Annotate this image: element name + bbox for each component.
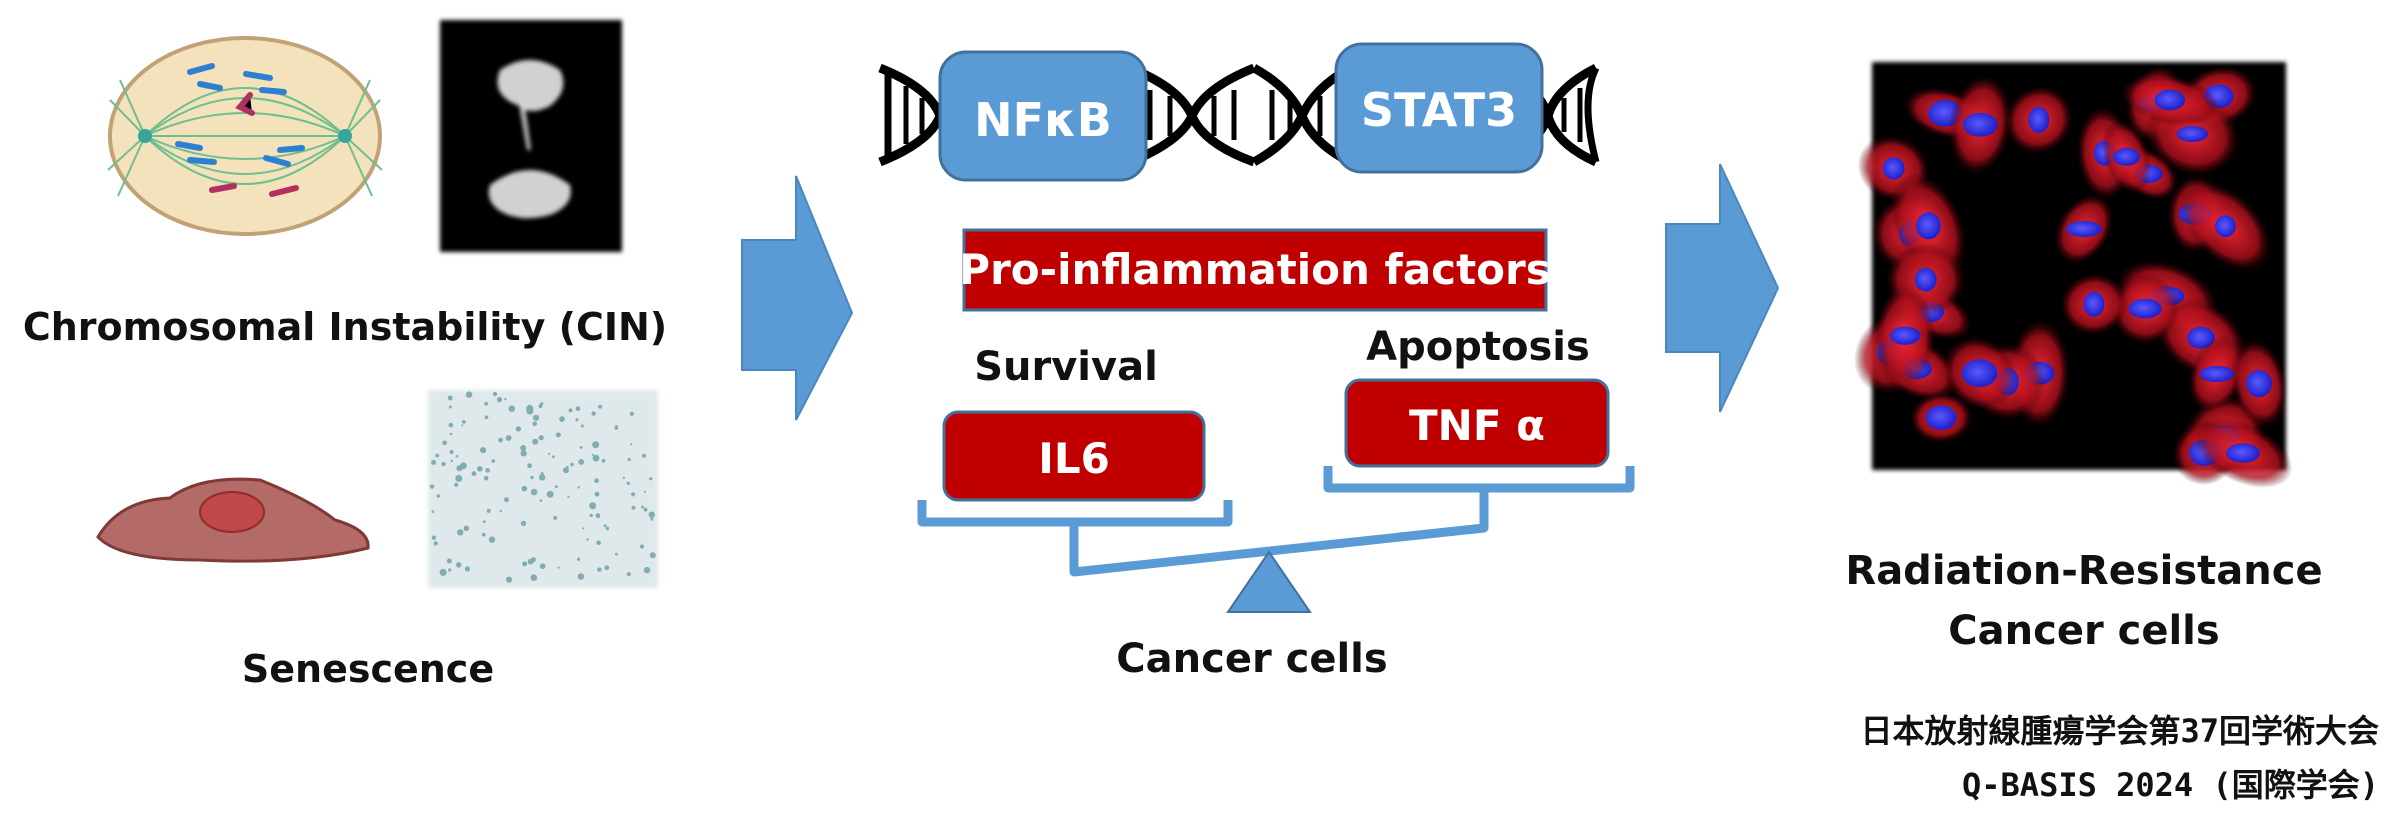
tnf-alpha-box: TNF α (1344, 378, 1610, 468)
pro-inflammation-banner: Pro-inflammation factors (959, 228, 1551, 312)
apoptosis-label: Apoptosis (1366, 324, 1590, 370)
tnf-alpha-label: TNF α (1409, 401, 1545, 450)
pro-inflammation-label: Pro-inflammation factors (959, 245, 1550, 294)
result-line1: Radiation-Resistance (1845, 548, 2322, 594)
beta-gal-micrograph (428, 390, 658, 588)
mitosis-illustration (107, 36, 383, 236)
nfkb-box: NFκB (938, 50, 1148, 182)
stat3-box: STAT3 (1334, 42, 1544, 174)
il6-box: IL6 (942, 410, 1206, 502)
conference-subtitle: Q-BASIS 2024 (国際学会) (1962, 766, 2379, 804)
result-line2: Cancer cells (1948, 608, 2219, 654)
senescence-label: Senescence (242, 647, 494, 691)
anaphase-micrograph (440, 20, 622, 252)
cin-label: Chromosomal Instability (CIN) (23, 305, 667, 349)
il6-label: IL6 (1038, 434, 1110, 483)
arrow-right-icon (1665, 163, 1780, 413)
nfkb-label: NFκB (974, 93, 1112, 147)
fluorescence-micrograph (1853, 62, 2293, 489)
arrow-right-icon (741, 175, 854, 421)
stat3-label: STAT3 (1361, 83, 1517, 137)
balance-scale-icon (917, 466, 1635, 577)
fulcrum-triangle-icon (1226, 550, 1312, 613)
cancer-cells-balance-label: Cancer cells (1116, 636, 1387, 682)
conference-title: 日本放射線腫瘍学会第37回学術大会 (1860, 712, 2379, 750)
survival-label: Survival (974, 344, 1158, 390)
senescent-cell-illustration (96, 477, 370, 563)
